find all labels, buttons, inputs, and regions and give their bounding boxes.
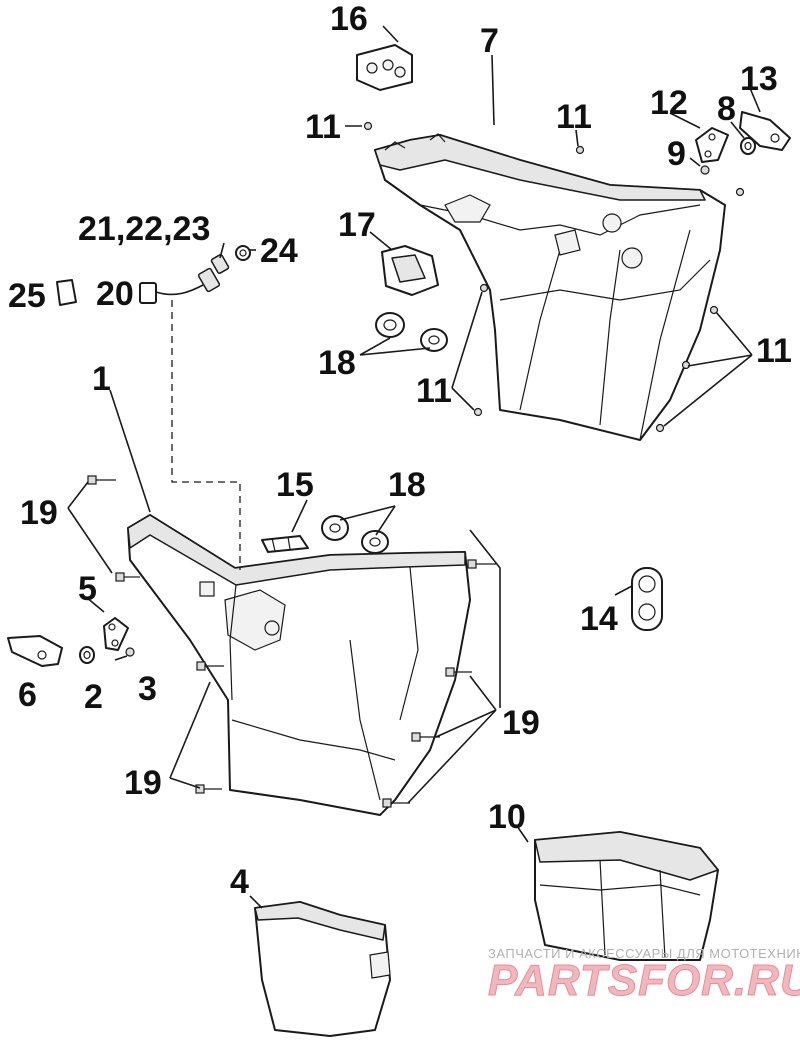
callout-1: 1 xyxy=(92,360,111,398)
callout-20: 20 xyxy=(96,275,134,313)
callout-11-top-left: 11 xyxy=(305,108,341,146)
part-14-seal xyxy=(631,567,663,631)
part-19-bolts xyxy=(87,475,496,808)
callout-10: 10 xyxy=(488,798,526,836)
part-18-grommets-upper xyxy=(375,312,448,352)
part-25-cap xyxy=(56,279,77,306)
callout-13: 13 xyxy=(740,60,778,98)
callout-4: 4 xyxy=(230,863,249,901)
part-6-latch-handle xyxy=(7,635,63,667)
harness-dashed-line xyxy=(171,300,241,570)
part-8-washer xyxy=(740,137,756,155)
part-12-latch-plate xyxy=(695,127,729,163)
part-20-switch-harness xyxy=(139,254,230,304)
part-2-washer xyxy=(79,646,95,664)
watermark: ЗАПЧАСТИ И АКСЕССУАРЫ ДЛЯ МОТОТЕХНИКИ PA… xyxy=(488,946,800,1006)
watermark-brand-logo: PARTSFOR.RU xyxy=(488,956,800,1005)
part-7-upper-cowl xyxy=(374,133,726,441)
callout-8: 8 xyxy=(717,90,736,128)
part-16-grille xyxy=(356,44,413,91)
part-3-screw xyxy=(125,647,135,657)
callout-17: 17 xyxy=(338,206,376,244)
callout-11-bottom: 11 xyxy=(416,372,452,410)
callout-3: 3 xyxy=(138,670,157,708)
callout-18-upper: 18 xyxy=(318,344,356,382)
callout-9: 9 xyxy=(667,135,686,173)
callout-15: 15 xyxy=(276,466,314,504)
callout-19-bottom: 19 xyxy=(124,764,162,802)
callout-11-top-center: 11 xyxy=(556,98,592,136)
callout-7: 7 xyxy=(480,22,499,60)
part-11-screws xyxy=(363,121,745,433)
part-1-main-cowl xyxy=(127,514,471,816)
part-5-latch-plate xyxy=(103,617,129,651)
callout-18-lower: 18 xyxy=(388,466,426,504)
part-24-nut xyxy=(235,245,251,261)
callout-16: 16 xyxy=(330,0,368,38)
callout-24: 24 xyxy=(260,232,298,270)
callout-11-right: 11 xyxy=(756,332,792,370)
callout-19-left: 19 xyxy=(20,494,58,532)
callout-12: 12 xyxy=(650,84,688,122)
watermark-tagline: ЗАПЧАСТИ И АКСЕССУАРЫ ДЛЯ МОТОТЕХНИКИ xyxy=(488,946,800,961)
callout-19-right: 19 xyxy=(502,704,540,742)
callout-6: 6 xyxy=(18,676,37,714)
leader-lines xyxy=(67,25,761,909)
callout-5: 5 xyxy=(78,570,97,608)
part-9-screw xyxy=(700,165,710,175)
callout-labels: 1 2 3 4 5 6 7 8 9 10 11 11 11 11 12 13 1… xyxy=(8,0,792,901)
callout-2: 2 xyxy=(84,678,103,716)
callout-25: 25 xyxy=(8,277,46,315)
callout-21-22-23: 21,22,23 xyxy=(78,210,210,248)
part-4-panel xyxy=(254,901,391,1037)
part-18-grommets-lower xyxy=(321,515,389,554)
part-15-clip xyxy=(261,535,309,553)
part-17-bracket xyxy=(381,245,439,296)
part-13-latch-handle xyxy=(739,111,791,151)
callout-14: 14 xyxy=(580,600,618,638)
part-10-panel xyxy=(534,831,719,961)
